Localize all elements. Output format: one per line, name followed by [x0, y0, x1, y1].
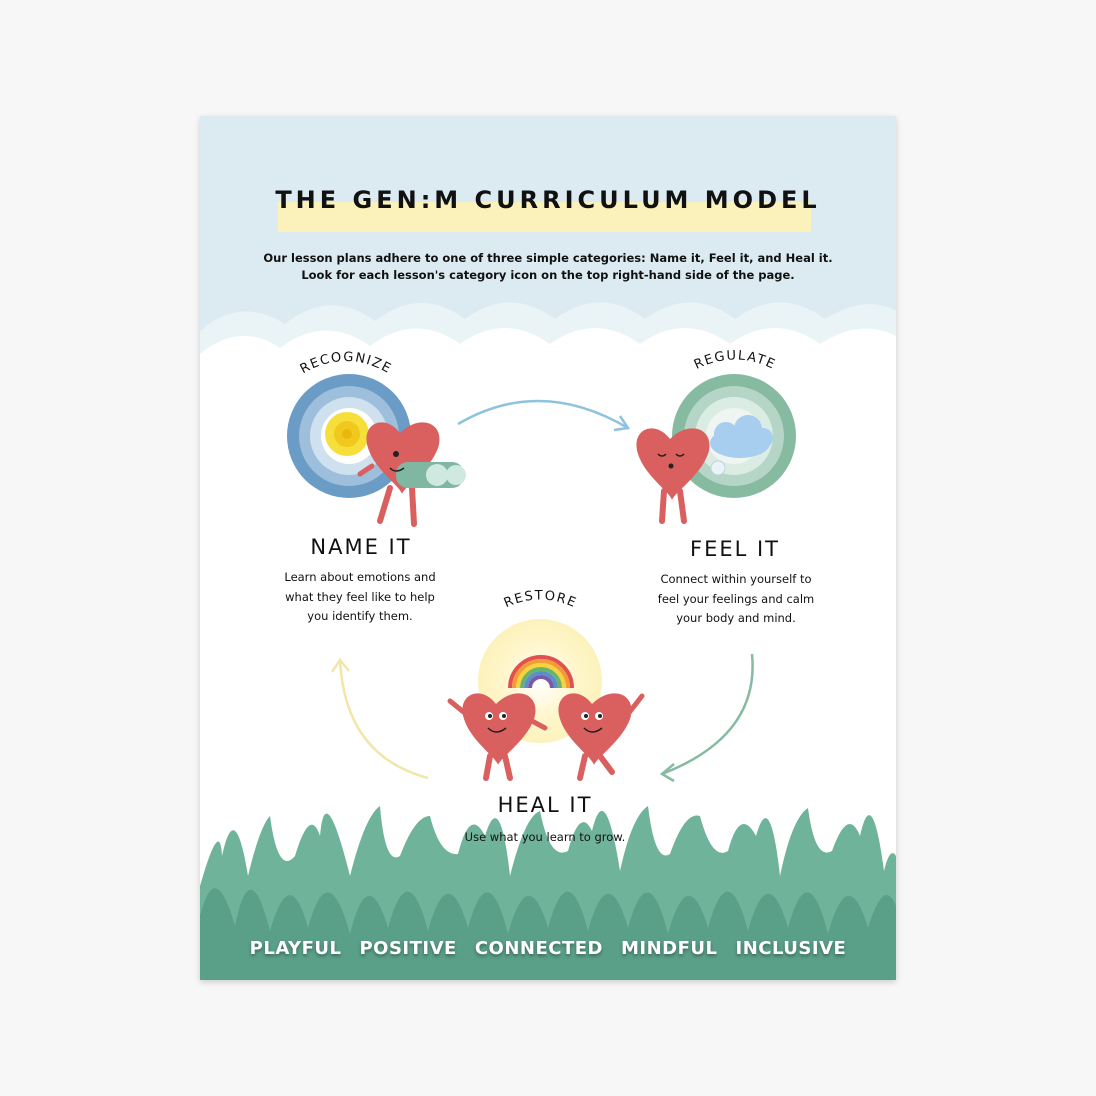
two-hearts-dancing-icon: [447, 693, 645, 781]
arrow-feel-to-heal: [661, 653, 754, 776]
heart-breathing-icon: [636, 428, 726, 524]
page-title: THE GEN:M CURRICULUM MODEL: [275, 186, 821, 214]
desc-line: your body and mind.: [676, 611, 796, 625]
sunflower-icon: [325, 412, 369, 456]
arc-label-restore: RESTORE: [502, 588, 579, 611]
sky-clouds: [200, 116, 896, 354]
arrow-heal-to-name: [338, 659, 429, 780]
grass-footer: [200, 806, 896, 980]
values-row: PLAYFUL POSITIVE CONNECTED MINDFUL INCLU…: [200, 938, 896, 959]
value-playful: PLAYFUL: [249, 938, 342, 959]
feel-it-target-icon: [672, 374, 796, 498]
title-highlight: [278, 202, 811, 232]
value-mindful: MINDFUL: [621, 938, 718, 959]
desc-line: you identify them.: [307, 609, 413, 623]
desc-line: feel your feelings and calm: [657, 591, 815, 606]
rainbow-icon: [508, 655, 574, 689]
desc-line: Connect within yourself to: [660, 572, 812, 586]
feel-it-title: FEEL IT: [689, 537, 780, 561]
value-inclusive: INCLUSIVE: [735, 938, 847, 959]
arc-label-recognize: RECOGNIZE: [298, 350, 394, 377]
desc-line: Use what you learn to grow.: [464, 830, 626, 844]
name-it-description: Learn about emotions and what they feel …: [260, 568, 460, 627]
cloud-icon: [710, 415, 773, 458]
heal-it-description: Use what you learn to grow.: [420, 828, 670, 848]
intro-line: Look for each lesson's category icon on …: [301, 268, 795, 282]
value-connected: CONNECTED: [474, 938, 603, 959]
curriculum-poster: THE GEN:M CURRICULUM MODEL Our lesson pl…: [200, 116, 896, 980]
heal-it-title: HEAL IT: [497, 793, 593, 817]
arc-label-regulate: REGULATE: [692, 348, 778, 372]
value-positive: POSITIVE: [359, 938, 457, 959]
desc-line: what they feel like to help: [285, 589, 435, 604]
arrow-name-to-feel: [457, 399, 629, 430]
intro-line: Our lesson plans adhere to one of three …: [263, 251, 833, 265]
feel-it-description: Connect within yourself to feel your fee…: [636, 570, 836, 629]
name-it-title: NAME IT: [310, 535, 412, 559]
cycle-illustration: RECOGNIZE REGULATE RESTORE: [200, 348, 896, 980]
intro-text: Our lesson plans adhere to one of three …: [240, 250, 856, 284]
desc-line: Learn about emotions and: [284, 570, 436, 584]
heart-binoculars-icon: [357, 422, 466, 527]
